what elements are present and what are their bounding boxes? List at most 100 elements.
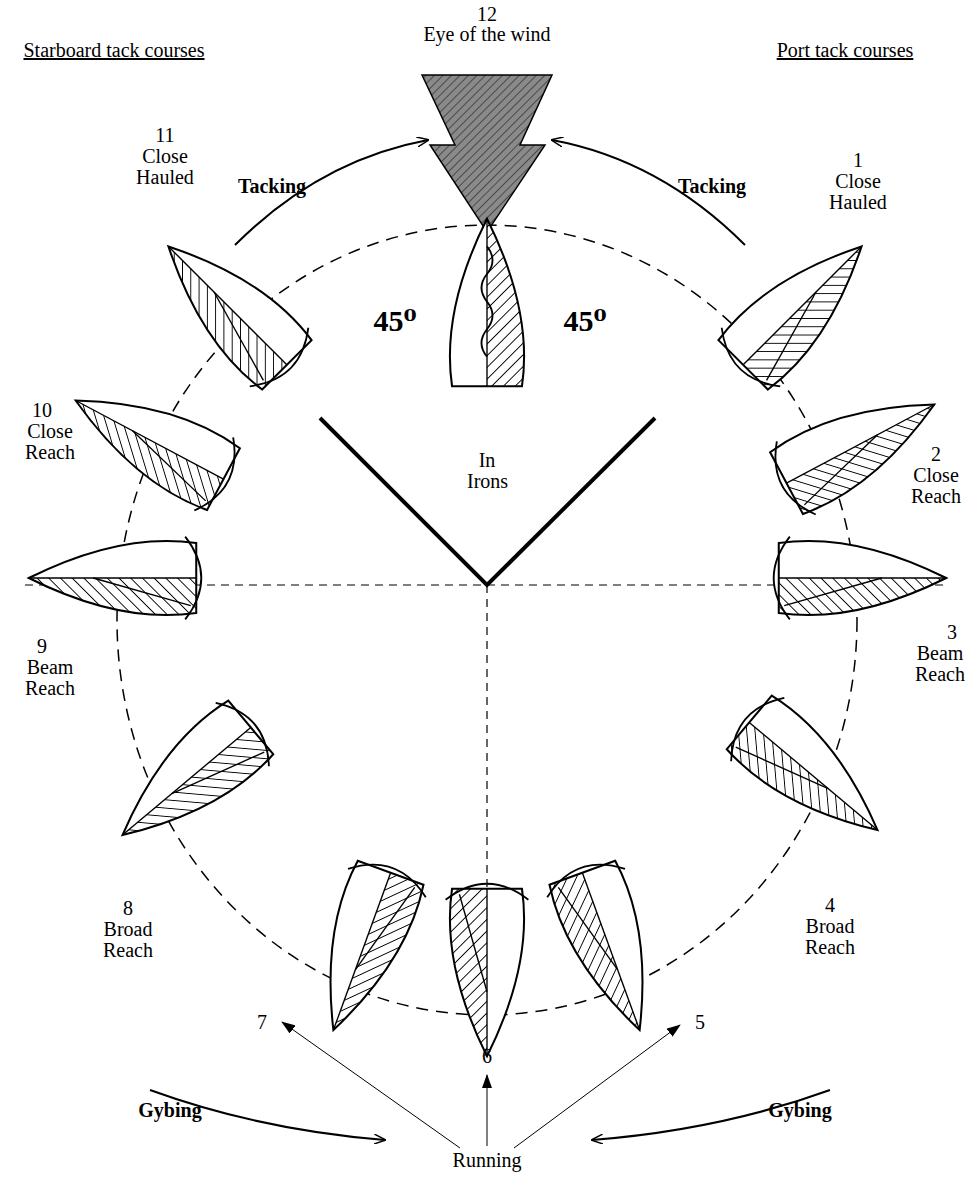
mainsheet-arc bbox=[348, 854, 431, 897]
callout-number: 7 bbox=[242, 1012, 282, 1033]
centre-line bbox=[168, 246, 286, 364]
leader-line bbox=[514, 1025, 680, 1148]
course-label: Close Reach bbox=[901, 465, 971, 507]
hull-fill bbox=[717, 220, 888, 391]
centre-line bbox=[582, 873, 639, 1030]
hull-outline bbox=[299, 860, 426, 1043]
course-label: Broad Reach bbox=[794, 916, 866, 958]
hull-outline bbox=[547, 860, 674, 1043]
centre-line bbox=[749, 722, 877, 830]
hull-outline bbox=[450, 219, 524, 386]
boom bbox=[747, 292, 835, 380]
boat bbox=[528, 852, 682, 1058]
sail-hatching bbox=[330, 866, 445, 1058]
boom bbox=[120, 431, 219, 501]
centre-line bbox=[486, 889, 487, 1056]
hull-outline bbox=[142, 220, 313, 391]
course-label: Beam Reach bbox=[14, 657, 86, 699]
luffing-sail bbox=[481, 246, 492, 356]
mainsheet-arc bbox=[185, 537, 201, 620]
boom bbox=[355, 878, 414, 979]
wind-arrow bbox=[422, 75, 552, 232]
callout-number: 4 bbox=[810, 895, 850, 916]
mainsheet-arc bbox=[194, 437, 247, 518]
callout-number: 5 bbox=[680, 1012, 720, 1033]
callout-number: 2 bbox=[916, 444, 956, 465]
centre-line bbox=[787, 404, 935, 483]
boats bbox=[20, 210, 969, 1066]
boat bbox=[771, 537, 955, 634]
mainsheet-arc bbox=[719, 687, 785, 761]
leader-line bbox=[487, 1075, 488, 1146]
mainsheet-arc bbox=[446, 884, 529, 900]
course-label: Close Hauled bbox=[125, 146, 205, 188]
boat bbox=[761, 364, 969, 536]
course-label: Close Hauled bbox=[818, 171, 898, 213]
boat bbox=[450, 210, 542, 394]
course-label: Broad Reach bbox=[92, 919, 164, 961]
hull-fill bbox=[142, 220, 313, 391]
callout-number: 3 bbox=[932, 622, 972, 643]
boom bbox=[558, 878, 617, 979]
hull-outline bbox=[725, 694, 901, 858]
mainsheet-arc bbox=[763, 441, 816, 522]
course-label: Beam Reach bbox=[910, 643, 970, 685]
boom bbox=[791, 435, 890, 505]
course-label: Gybing bbox=[750, 1100, 850, 1121]
hull-outline bbox=[99, 699, 275, 863]
callout-number: 6 bbox=[467, 1046, 507, 1067]
hull-fill bbox=[99, 699, 275, 863]
boat bbox=[89, 691, 292, 883]
course-label: Gybing bbox=[120, 1100, 220, 1121]
hull-outline bbox=[450, 889, 524, 1056]
no-go-zone-lines bbox=[320, 418, 655, 585]
boom bbox=[172, 731, 264, 815]
boat bbox=[123, 211, 321, 409]
callout-number: 11 bbox=[145, 125, 185, 146]
boom bbox=[459, 894, 487, 992]
boom bbox=[784, 578, 882, 606]
callout-number: 8 bbox=[108, 898, 148, 919]
mainsheet-arc bbox=[250, 328, 320, 398]
manoeuvre-label: Tacking bbox=[222, 176, 322, 197]
boom bbox=[736, 726, 828, 810]
course-label: 45⁰ bbox=[540, 305, 630, 337]
heading: Starboard tack courses bbox=[4, 40, 224, 61]
boat bbox=[20, 537, 204, 634]
mainsheet-arc bbox=[542, 854, 625, 897]
manoeuvre-label: Tacking bbox=[662, 176, 762, 197]
heading: Port tack courses bbox=[745, 40, 945, 61]
boom bbox=[194, 292, 282, 380]
mainsheet-arc bbox=[710, 328, 780, 398]
callout-number: 12 bbox=[457, 4, 517, 25]
mainsheet-arc bbox=[774, 537, 790, 620]
hull-outline bbox=[779, 541, 946, 615]
sail-hatching bbox=[42, 396, 230, 531]
callout-number: 1 bbox=[838, 150, 878, 171]
hull-outline bbox=[29, 541, 196, 615]
boat bbox=[709, 211, 907, 409]
course-label: Close Reach bbox=[14, 421, 86, 463]
sail-hatching bbox=[528, 866, 643, 1058]
mainsheet-arc bbox=[216, 692, 282, 766]
leader-line bbox=[282, 1022, 460, 1148]
centre-line bbox=[29, 577, 196, 578]
callout-number: 9 bbox=[22, 636, 62, 657]
centre-line bbox=[743, 246, 861, 364]
centre-line bbox=[333, 873, 390, 1030]
centre-line bbox=[76, 400, 224, 479]
boom bbox=[93, 578, 191, 606]
hull-outline bbox=[717, 220, 888, 391]
course-label: 45⁰ bbox=[350, 305, 440, 337]
boat bbox=[432, 881, 529, 1065]
centre-line bbox=[122, 727, 250, 835]
course-label: Running bbox=[432, 1150, 542, 1171]
callout-number: 10 bbox=[22, 400, 62, 421]
hull-fill bbox=[725, 694, 901, 858]
wind-label: Eye of the wind bbox=[377, 24, 597, 45]
boat bbox=[291, 852, 445, 1058]
course-label: In Irons bbox=[467, 450, 507, 492]
hull-outline bbox=[58, 368, 241, 512]
boat bbox=[708, 686, 911, 878]
